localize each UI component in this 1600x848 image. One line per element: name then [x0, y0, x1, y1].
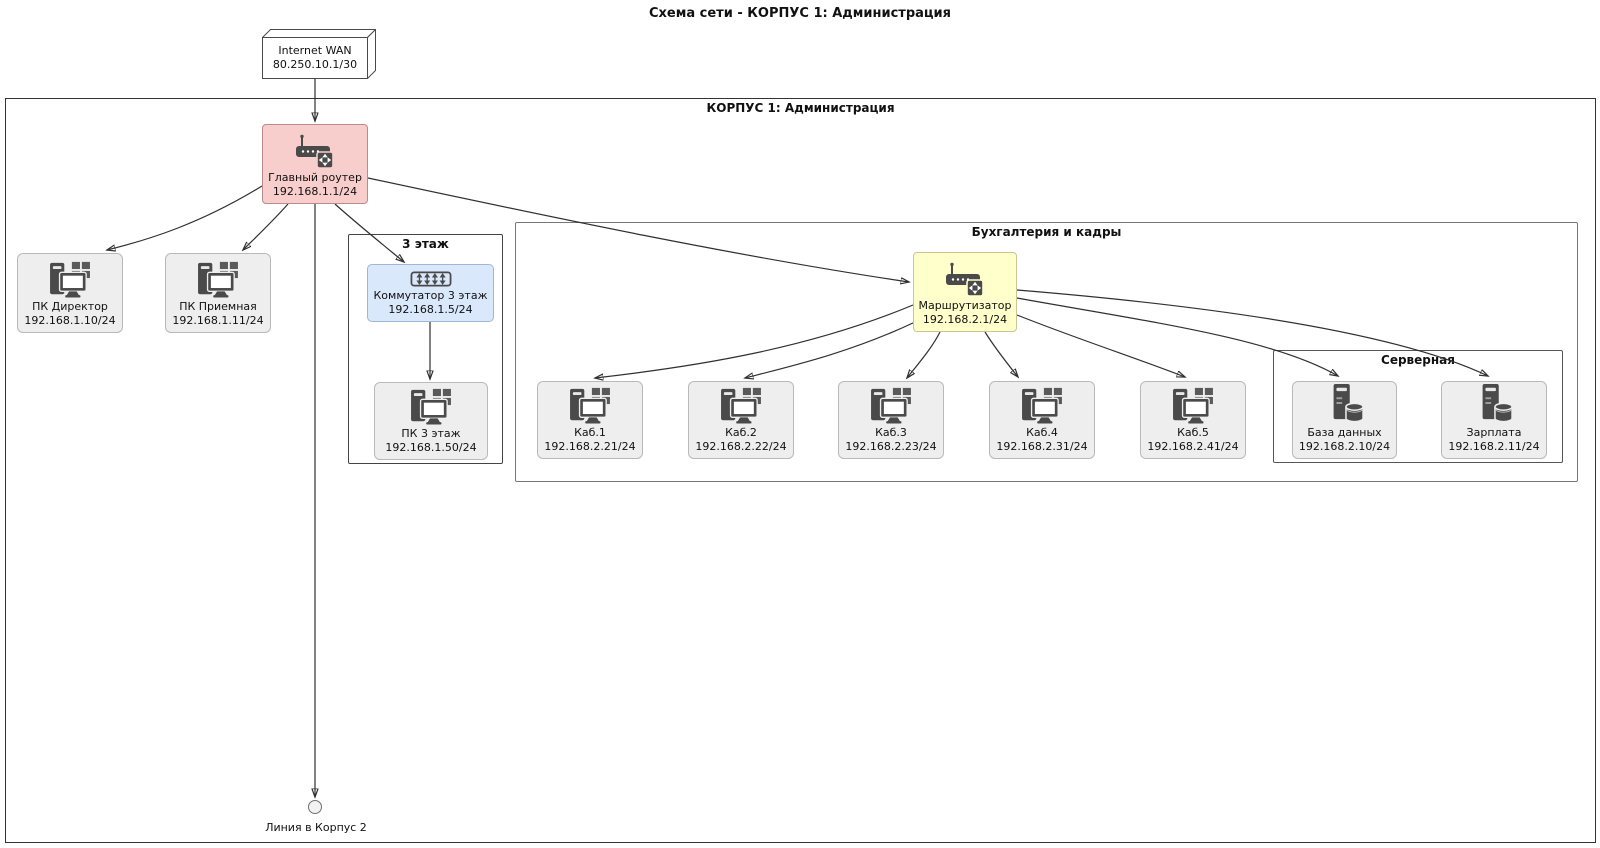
cluster-server-room-label: Серверная: [1381, 353, 1455, 367]
pc-icon: [868, 386, 914, 424]
node-internet-wan: Internet WAN 80.250.10.1/30: [262, 29, 376, 79]
node-label: Каб.1: [574, 426, 606, 439]
node-ip: 192.168.2.11/24: [1448, 439, 1540, 453]
pc-icon: [195, 260, 241, 298]
node-kab5: Каб.5 192.168.2.41/24: [1140, 381, 1246, 459]
node-ip: 192.168.1.50/24: [385, 440, 477, 454]
node-ip: 192.168.1.11/24: [172, 313, 264, 327]
node-label: Коммутатор 3 этаж: [373, 289, 488, 302]
pc-icon: [1019, 386, 1065, 424]
node-salary-server: Зарплата 192.168.2.11/24: [1441, 381, 1547, 459]
node-main-router: Главный роутер 192.168.1.1/24: [262, 124, 368, 204]
diagram-title: Схема сети - КОРПУС 1: Администрация: [648, 6, 952, 21]
node-ip: 192.168.2.31/24: [996, 439, 1088, 453]
node-router2: Маршрутизатор 192.168.2.1/24: [913, 252, 1017, 332]
node-db-server: База данных 192.168.2.10/24: [1292, 381, 1397, 459]
node-kab4: Каб.4 192.168.2.31/24: [989, 381, 1095, 459]
cluster-accounting-label: Бухгалтерия и кадры: [971, 225, 1122, 239]
node-kab1: Каб.1 192.168.2.21/24: [537, 381, 643, 459]
node-pc-reception: ПК Приемная 192.168.1.11/24: [165, 253, 271, 333]
pc-icon: [47, 260, 93, 298]
node-switch-floor3: Коммутатор 3 этаж 192.168.1.5/24: [367, 264, 494, 322]
switch-icon: [410, 271, 452, 287]
node-ip: 192.168.1.10/24: [24, 313, 116, 327]
node-label: Зарплата: [1466, 426, 1522, 439]
node-pc-floor3: ПК 3 этаж 192.168.1.50/24: [374, 382, 488, 460]
line-to-korpus2-label: Линия в Корпус 2: [265, 821, 367, 834]
node-label: Каб.2: [725, 426, 757, 439]
node-kab2: Каб.2 192.168.2.22/24: [688, 381, 794, 459]
node-label: Каб.3: [875, 426, 907, 439]
node-pc-director: ПК Директор 192.168.1.10/24: [17, 253, 123, 333]
router-icon: [295, 133, 335, 169]
node-kab3: Каб.3 192.168.2.23/24: [838, 381, 944, 459]
node-label: Internet WAN: [278, 44, 352, 57]
node-label: База данных: [1307, 426, 1382, 439]
node-ip: 192.168.1.5/24: [388, 302, 473, 316]
node-label: Каб.5: [1177, 426, 1209, 439]
node-ip: 192.168.2.1/24: [922, 312, 1008, 326]
node-ip: 192.168.2.10/24: [1298, 439, 1391, 453]
cluster-accounting: Бухгалтерия и кадры: [515, 222, 1578, 482]
node-ip: 80.250.10.1/30: [272, 58, 358, 71]
node-ip: 192.168.2.41/24: [1147, 439, 1239, 453]
server-db-icon: [1326, 382, 1364, 424]
node-ip: 192.168.2.23/24: [845, 439, 937, 453]
router-icon: [945, 261, 985, 297]
node-label: Маршрутизатор: [918, 299, 1012, 312]
cluster-floor3-label: 3 этаж: [402, 237, 449, 251]
node-label: ПК Приемная: [179, 300, 257, 313]
cluster-korpus1: КОРПУС 1: Администрация: [5, 98, 1596, 843]
cluster-korpus1-label: КОРПУС 1: Администрация: [706, 101, 895, 115]
node-label: Главный роутер: [268, 171, 362, 184]
node-ip: 192.168.1.1/24: [272, 184, 358, 198]
node-label: Каб.4: [1026, 426, 1058, 439]
node-label: ПК 3 этаж: [401, 427, 461, 440]
pc-icon: [1170, 386, 1216, 424]
node-ip: 192.168.2.21/24: [544, 439, 636, 453]
pc-icon: [408, 387, 454, 425]
pc-icon: [567, 386, 613, 424]
server-db-icon: [1475, 382, 1513, 424]
line-endpoint-circle: [308, 800, 322, 814]
node-label: ПК Директор: [32, 300, 108, 313]
pc-icon: [718, 386, 764, 424]
node-ip: 192.168.2.22/24: [695, 439, 787, 453]
